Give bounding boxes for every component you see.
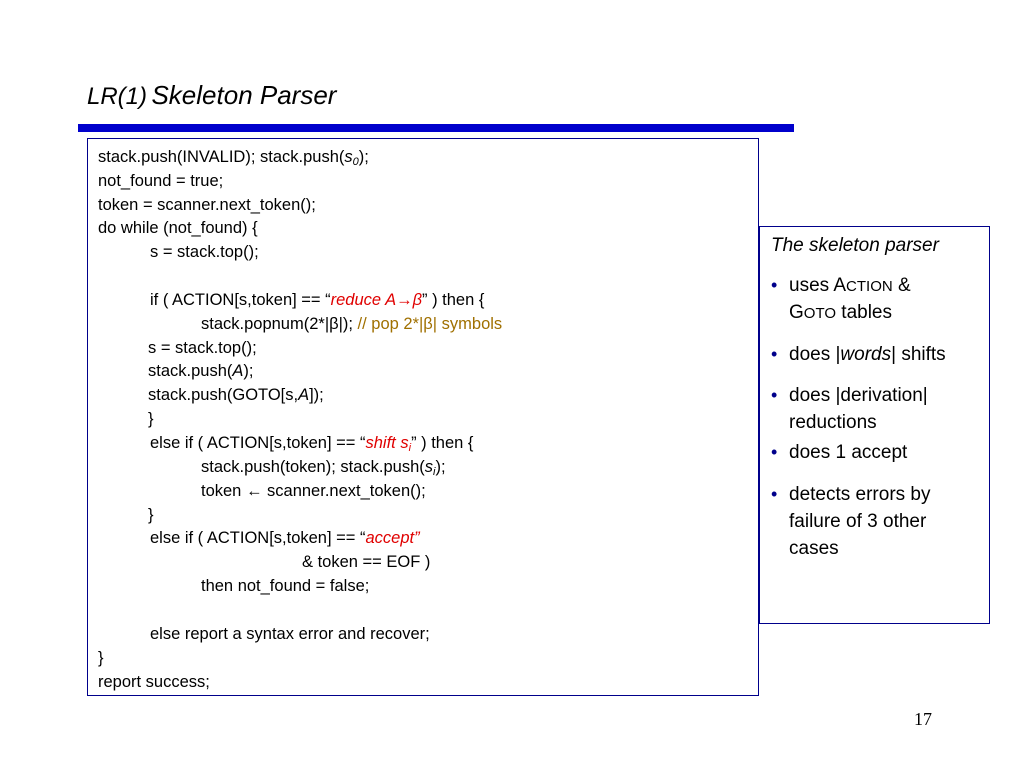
bullet-icon: • bbox=[771, 442, 778, 462]
code-line-1: stack.push(INVALID); stack.push(s0); bbox=[98, 148, 369, 168]
code-line-19: else report a syntax error and recover; bbox=[150, 625, 430, 643]
code-line-9: stack.push(A); bbox=[148, 362, 254, 380]
code-line-17: & token == EOF ) bbox=[302, 553, 431, 571]
code-comment: // pop 2*|β| symbols bbox=[357, 315, 503, 333]
code-line-18: then not_found = false; bbox=[201, 577, 370, 595]
page-number: 17 bbox=[914, 709, 932, 729]
summary-box bbox=[759, 226, 990, 624]
code-line-6: if ( ACTION[s,token] == “reduce A→β” ) t… bbox=[150, 291, 485, 309]
title-prefix: LR(1) bbox=[87, 83, 148, 110]
code-line-8: s = stack.top(); bbox=[148, 339, 257, 357]
code-line-11: } bbox=[148, 410, 154, 428]
code-line-15: } bbox=[148, 506, 154, 524]
code-line-12: else if ( ACTION[s,token] == “shift si” … bbox=[150, 434, 474, 454]
title-main: Skeleton Parser bbox=[151, 80, 337, 110]
code-line-7: stack.popnum(2*|β|); // pop 2*|β| symbol… bbox=[201, 315, 503, 333]
code-line-3: token = scanner.next_token(); bbox=[98, 196, 316, 214]
code-line-16: else if ( ACTION[s,token] == “accept” bbox=[150, 529, 420, 547]
code-box bbox=[87, 138, 759, 696]
bullet-icon: • bbox=[771, 484, 778, 504]
summary-heading: The skeleton parser bbox=[771, 235, 939, 256]
bullet-icon: • bbox=[771, 344, 778, 364]
code-line-10: stack.push(GOTO[s,A]); bbox=[148, 386, 324, 404]
code-line-4: do while (not_found) { bbox=[98, 219, 258, 237]
title-rule bbox=[78, 124, 794, 132]
code-line-2: not_found = true; bbox=[98, 172, 224, 190]
code-line-5: s = stack.top(); bbox=[150, 243, 259, 261]
code-line-14: token ← scanner.next_token(); bbox=[201, 482, 426, 500]
code-line-13: stack.push(token); stack.push(si); bbox=[201, 458, 446, 478]
bullet-icon: • bbox=[771, 385, 778, 405]
slide-title: LR(1) Skeleton Parser bbox=[87, 80, 336, 111]
code-line-21: report success; bbox=[98, 673, 210, 691]
code-line-20: } bbox=[98, 649, 104, 667]
bullet-icon: • bbox=[771, 275, 778, 295]
